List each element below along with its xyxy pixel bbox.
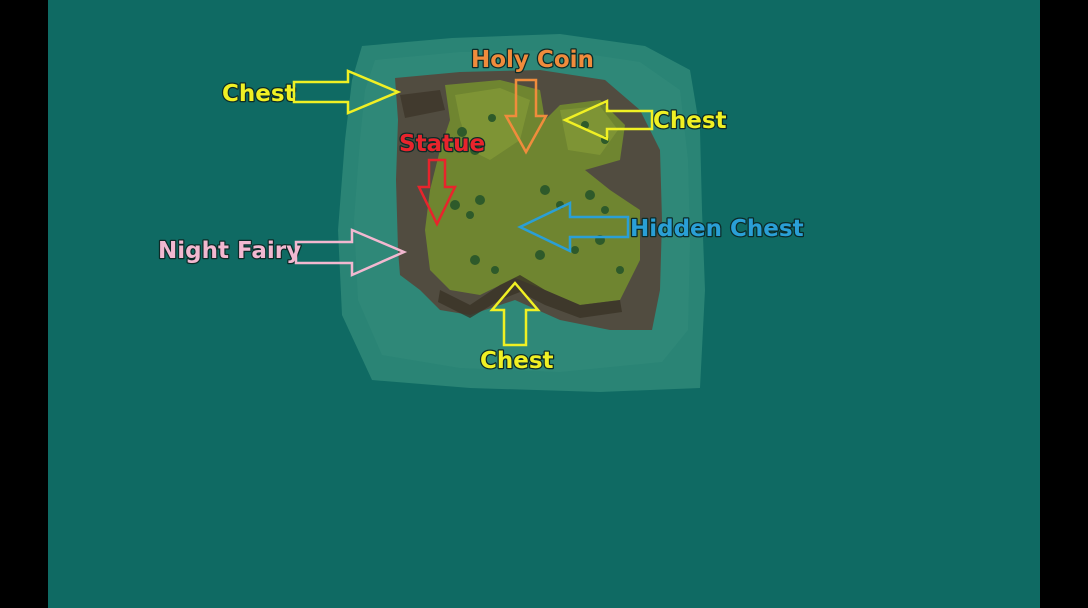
cliff-shadow — [438, 275, 622, 318]
marker-night-fairy: Night Fairy — [157, 228, 408, 277]
chest-label: Chest — [480, 348, 554, 374]
marker-statue: Statue — [398, 130, 486, 227]
down-arrow-icon — [503, 78, 549, 155]
left-arrow-icon — [517, 201, 630, 253]
right-arrow-icon — [292, 69, 402, 115]
chest-label: Chest — [653, 108, 727, 134]
marker-chest-northwest: Chest — [221, 69, 402, 115]
holy-coin-label: Holy Coin — [471, 47, 594, 73]
hidden-chest-label: Hidden Chest — [630, 216, 804, 242]
down-arrow-icon — [417, 158, 457, 227]
statue-label: Statue — [399, 131, 485, 157]
marker-hidden-chest: Hidden Chest — [517, 201, 805, 253]
right-arrow-icon — [294, 228, 408, 277]
marker-holy-coin: Holy Coin — [470, 46, 595, 155]
island-grassland — [425, 80, 640, 305]
cliff-shadow-north — [400, 90, 445, 118]
up-arrow-icon — [489, 281, 541, 347]
chest-label: Chest — [222, 81, 296, 107]
left-arrow-icon — [561, 99, 654, 141]
night-fairy-label: Night Fairy — [158, 238, 301, 264]
island-highland — [455, 88, 530, 160]
marker-chest-northeast: Chest — [561, 99, 728, 141]
marker-chest-south: Chest — [479, 281, 555, 375]
